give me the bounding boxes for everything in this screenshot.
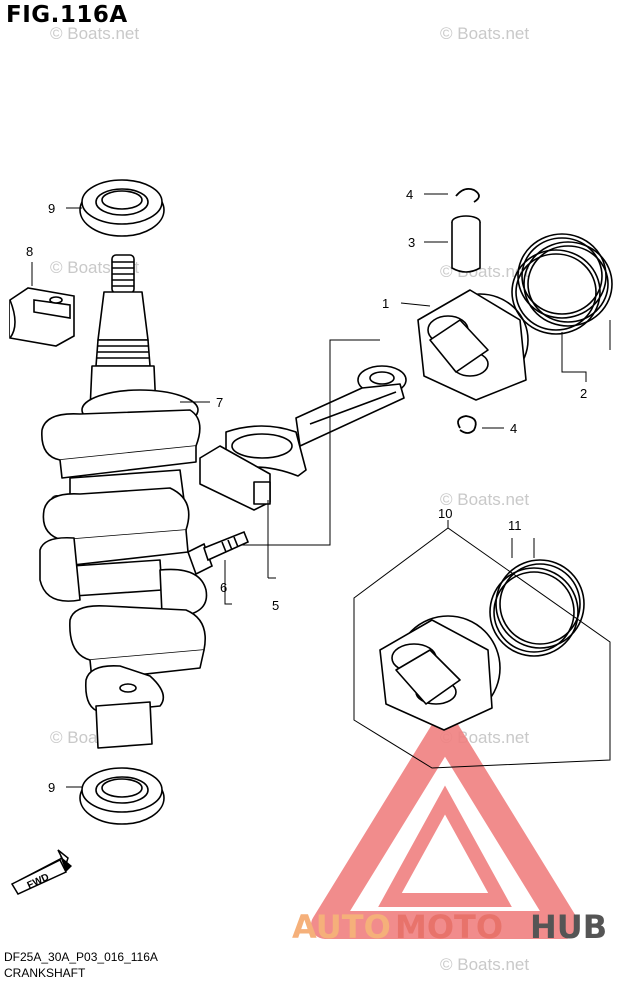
connecting-rod bbox=[199, 365, 407, 511]
bearing-halves bbox=[9, 287, 75, 347]
figure-caption: CRANKSHAFT bbox=[4, 966, 86, 980]
logo-part-hub: HUB bbox=[530, 908, 607, 946]
crankshaft bbox=[39, 254, 208, 749]
watermark-text: © Boats.net bbox=[440, 490, 530, 509]
circlip-bottom bbox=[457, 415, 477, 434]
piston-ring-set bbox=[489, 559, 585, 657]
callout-6: 6 bbox=[220, 580, 227, 595]
watermark-text: © Boats.net bbox=[440, 24, 530, 43]
callout-5: 5 bbox=[272, 598, 279, 613]
callout-10: 10 bbox=[438, 506, 452, 521]
figure-title: FIG.116A bbox=[6, 2, 128, 28]
callout-8: 8 bbox=[26, 244, 33, 259]
callout-2: 2 bbox=[580, 386, 587, 401]
callout-9-top: 9 bbox=[48, 201, 55, 216]
piston-pin bbox=[451, 215, 481, 273]
logo-part-auto: AUTO bbox=[292, 908, 391, 946]
oil-seal-bottom bbox=[79, 767, 165, 825]
oil-seal-top bbox=[79, 179, 165, 237]
callout-7: 7 bbox=[216, 395, 223, 410]
rod-bolt bbox=[187, 530, 250, 576]
callout-4-bottom: 4 bbox=[510, 421, 517, 436]
logo-wordmark: AUTO MOTO HUB bbox=[292, 908, 607, 946]
piston-set bbox=[379, 615, 501, 731]
fwd-arrow-icon: FWD bbox=[10, 849, 72, 895]
piston-rings bbox=[511, 233, 613, 335]
logo-part-moto: MOTO bbox=[395, 908, 503, 946]
circlip-top bbox=[455, 187, 480, 203]
callout-1: 1 bbox=[382, 296, 389, 311]
piston-assembly bbox=[417, 289, 529, 401]
watermark-text: © Boats.net bbox=[440, 955, 530, 974]
watermark-text: © Boats.net bbox=[50, 24, 140, 43]
logo-triangle-icon bbox=[311, 716, 579, 939]
callout-3: 3 bbox=[408, 235, 415, 250]
figure-code: DF25A_30A_P03_016_116A bbox=[4, 950, 158, 964]
callout-4-top: 4 bbox=[406, 187, 413, 202]
callout-11: 11 bbox=[508, 518, 522, 533]
callout-9-bottom: 9 bbox=[48, 780, 55, 795]
